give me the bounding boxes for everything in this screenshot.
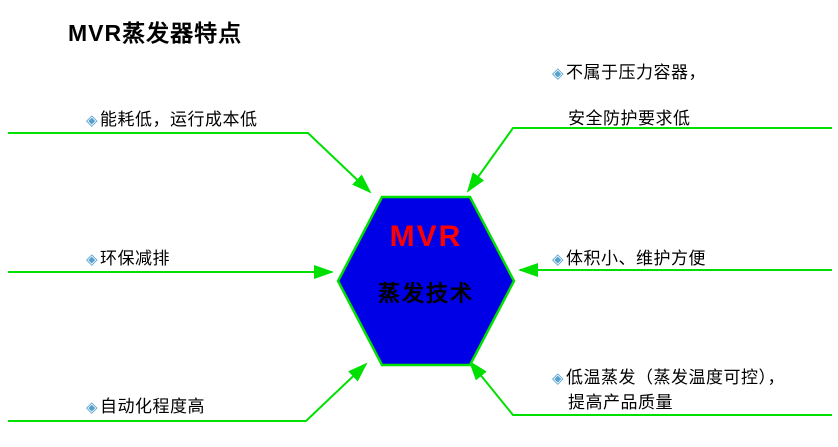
diamond-icon: ◈ [552,65,565,82]
hexagon-subtitle: 蒸发技术 [377,281,474,306]
feature-right-middle-text: 体积小、维护方便 [566,249,707,268]
diamond-icon: ◈ [86,251,99,268]
feature-right-top-line1: ◈不属于压力容器， [552,58,706,83]
feature-right-bottom-line1: ◈低温蒸发（蒸发温度可控）， [552,363,785,388]
feature-left-middle-text: 环保减排 [100,249,171,268]
feature-left-bottom-text: 自动化程度高 [100,397,206,416]
feature-right-top-text2: 安全防护要求低 [568,109,691,128]
connector-left-top [8,132,372,194]
hexagon-label: MVR 蒸发技术 [338,220,514,308]
feature-right-bottom-text1: 低温蒸发（蒸发温度可控）， [566,368,786,387]
feature-left-bottom: ◈自动化程度高 [86,392,205,417]
page-title: MVR蒸发器特点 [68,20,243,46]
diamond-icon: ◈ [86,399,99,416]
diamond-icon: ◈ [552,251,565,268]
diamond-icon: ◈ [86,112,99,129]
diamond-icon: ◈ [552,370,565,387]
hexagon-title: MVR [389,220,463,253]
feature-right-top-text1: 不属于压力容器， [566,63,707,82]
feature-left-top: ◈能耗低，运行成本低 [86,105,258,130]
connector-left-bottom [8,362,368,422]
connector-right-top [466,127,832,193]
hexagon-shape [336,195,516,367]
feature-right-bottom-text2: 提高产品质量 [568,393,673,412]
feature-right-bottom-line2: 提高产品质量 [568,388,673,413]
feature-left-top-text: 能耗低，运行成本低 [100,110,258,129]
feature-left-middle: ◈环保减排 [86,244,170,269]
connector-right-bottom [468,360,832,416]
feature-right-middle: ◈体积小、维护方便 [552,244,706,269]
feature-right-top-line2: 安全防护要求低 [568,104,691,129]
